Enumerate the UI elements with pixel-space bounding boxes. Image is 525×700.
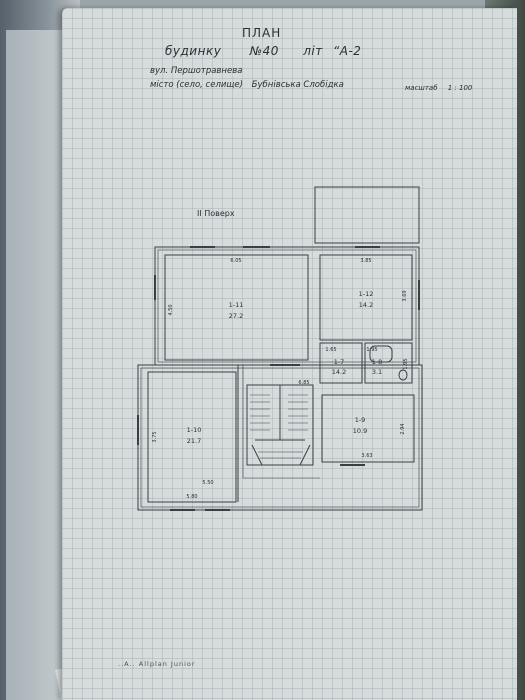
room-1-12-outline (319, 254, 413, 341)
scale-value: 1 : 100 (447, 84, 473, 92)
room-1-9-outline (321, 394, 415, 463)
inner-wall-upper (157, 249, 417, 363)
dim-1-95-b: 1.95 (366, 347, 377, 353)
room-1-8-outline (364, 342, 413, 384)
dim-6-85: 6.85 (298, 380, 309, 386)
windows (137, 246, 420, 511)
footer-stamp: ..А.. Allplan Junior (118, 660, 196, 668)
city-label: місто (село, селище) (150, 80, 243, 90)
room-1-10-area: 21.7 (187, 437, 201, 445)
room-1-8-id: 1-8 (372, 358, 383, 366)
scale-label: масштаб (405, 84, 438, 92)
room-1-11-outline (164, 254, 309, 361)
letter-value: “А-2 (333, 44, 362, 58)
stair-treads (250, 394, 308, 459)
dim-1-95: 1.95 (403, 358, 409, 369)
dim-6-05: 6.05 (230, 258, 241, 264)
room-1-11-area: 27.2 (229, 312, 243, 320)
room-1-7-area: 14.2 (332, 368, 346, 376)
room-1-8-area: 3.1 (372, 368, 382, 376)
inner-wall-lower (140, 367, 420, 508)
city-value: Бубнівська Слобідка (251, 80, 344, 90)
scale-line: масштаб 1 : 100 (405, 84, 472, 92)
room-1-12-area: 14.2 (359, 301, 373, 309)
room-1-7-outline (319, 342, 363, 384)
room-1-7-id: 1-7 (334, 358, 345, 366)
floor-label: II Поверх (197, 209, 235, 218)
city-line: місто (село, селище) Бубнівська Слобідка (150, 80, 344, 90)
dim-3-75: 3.75 (152, 431, 158, 442)
dim-2-94: 2.94 (400, 423, 406, 434)
building-word: будинку (165, 44, 222, 58)
dim-4-50: 4.50 (168, 304, 174, 315)
room-1-10-outline (147, 371, 237, 503)
building-line: будинку №40 літ “А-2 (165, 44, 367, 58)
street-line: вул. Першотравнева (150, 66, 243, 76)
room-1-9-area: 10.9 (353, 427, 367, 435)
building-number: №40 (249, 44, 279, 58)
stair-landing (251, 444, 311, 466)
bathtub-icon (369, 345, 393, 363)
plan-title: ПЛАН (242, 26, 282, 40)
dim-3-63: 3.63 (361, 453, 372, 459)
dim-3-85: 3.85 (360, 258, 371, 264)
room-1-9-id: 1-9 (355, 416, 366, 424)
outer-wall-upper (154, 246, 420, 366)
letter-word: літ (303, 44, 323, 58)
dim-3-69: 3.69 (402, 290, 408, 301)
room-1-10-id: 1-10 (187, 426, 202, 434)
balcony-outline (314, 186, 420, 244)
toilet-icon (398, 369, 408, 381)
dim-5-80: 5.80 (186, 494, 197, 500)
dim-5-50: 5.50 (202, 480, 213, 486)
room-1-11-id: 1-11 (229, 301, 244, 309)
room-1-12-id: 1-12 (359, 290, 374, 298)
document-sheet (62, 8, 517, 700)
dim-1-65: 1.65 (325, 347, 336, 353)
